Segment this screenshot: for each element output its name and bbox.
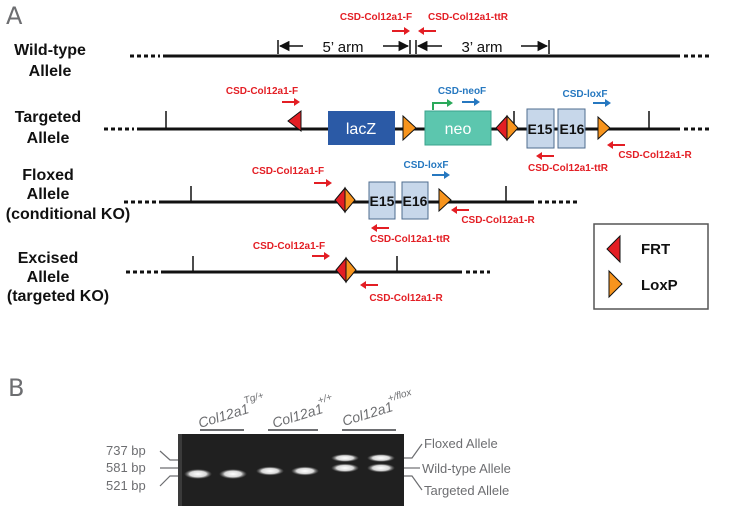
legend-frt-label: FRT (641, 241, 670, 258)
lacz-cassette: lacZ (328, 111, 395, 145)
frt-loxp-pair-icon (335, 256, 357, 284)
row-label-wildtype: Wild-type Allele (14, 42, 86, 80)
primer-f-arrow-ex (312, 252, 330, 260)
primer-r-arrow-flox (451, 206, 469, 214)
size-label-581: 581 bp (106, 460, 146, 475)
svg-text:Allele: Allele (27, 186, 70, 203)
panel-a-label: A (6, 2, 23, 30)
exon-e15: E15 (526, 108, 555, 149)
five-prime-arm-label: 5’ arm (322, 39, 363, 56)
wildtype-allele (130, 40, 712, 58)
primer-ttr-label-wt: CSD-Col12a1-ttR (428, 12, 509, 23)
primer-f-arrow-tg (282, 98, 300, 106)
size-bracket-left (159, 450, 178, 487)
legend-loxp-label: LoxP (641, 277, 678, 294)
frt-site-icon (287, 109, 302, 133)
primer-r-label-ex: CSD-Col12a1-R (369, 293, 443, 304)
primer-loxf-label-tg: CSD-loxF (563, 89, 608, 100)
row-label-excised: Excised Allele (targeted KO) (7, 250, 109, 305)
primer-f-label-ex: CSD-Col12a1-F (253, 241, 325, 252)
lane-label-2: Col12a1 +/+ (270, 392, 334, 431)
svg-text:Col12a1: Col12a1 (340, 398, 395, 429)
loxp-site-icon (438, 187, 452, 213)
primer-f-label-flox: CSD-Col12a1-F (252, 166, 324, 177)
svg-text:Allele: Allele (27, 269, 70, 286)
frt-loxp-pair-icon (334, 186, 356, 214)
band-label-wildtype: Wild-type Allele (422, 461, 511, 476)
excised-allele (126, 256, 490, 274)
svg-text:Col12a1: Col12a1 (196, 400, 251, 431)
primer-ttr-arrow-flox (371, 224, 389, 232)
svg-text:(conditional KO): (conditional KO) (6, 206, 130, 223)
three-prime-arm-label: 3’ arm (461, 39, 502, 56)
primer-loxf-label-flox: CSD-loxF (404, 160, 449, 171)
loxp-site-icon (597, 115, 611, 141)
neo-cassette: neo (424, 110, 492, 146)
svg-text:(targeted KO): (targeted KO) (7, 288, 109, 305)
gel-image (178, 434, 404, 506)
svg-text:Excised: Excised (18, 250, 78, 267)
exon-e16: E16 (557, 108, 586, 149)
svg-text:Floxed: Floxed (22, 167, 74, 184)
primer-ttr-label-flox: CSD-Col12a1-ttR (370, 234, 451, 245)
exon-e15-floxed: E15 (368, 181, 396, 220)
svg-text:lacZ: lacZ (346, 121, 376, 138)
primer-neof-label: CSD-neoF (438, 86, 486, 97)
row-label-floxed: Floxed Allele (conditional KO) (6, 167, 130, 223)
band-label-targeted: Targeted Allele (424, 483, 509, 498)
primer-r-arrow-ex (360, 281, 378, 289)
primer-r-label-flox: CSD-Col12a1-R (461, 215, 535, 226)
legend-box: FRT LoxP (593, 223, 709, 310)
primer-f-label-tg: CSD-Col12a1-F (226, 86, 298, 97)
loxp-site-icon (402, 114, 417, 142)
primer-neof-arrow (432, 98, 480, 110)
svg-text:Targeted: Targeted (15, 109, 81, 126)
band-label-floxed: Floxed Allele (424, 436, 498, 451)
panel-b-label: B (8, 374, 24, 402)
size-label-737: 737 bp (106, 443, 146, 458)
primer-ttr-label-tg: CSD-Col12a1-ttR (528, 163, 609, 174)
primer-f-arrow-flox (314, 179, 332, 187)
svg-text:neo: neo (445, 121, 472, 138)
frt-loxp-pair-icon (495, 114, 519, 142)
svg-text:E15: E15 (370, 193, 395, 209)
svg-text:E15: E15 (528, 121, 553, 137)
primer-loxf-arrow-tg (593, 99, 611, 107)
lane-label-1: Col12a1 Tg/+ (196, 390, 266, 431)
lane-label-3: Col12a1 +/flox (340, 387, 414, 429)
svg-text:E16: E16 (403, 193, 428, 209)
primer-ttr-arrow-tg (536, 152, 554, 160)
svg-text:+/+: +/+ (317, 392, 334, 407)
svg-text:Wild-type: Wild-type (14, 42, 86, 59)
loxp-legend-icon (608, 269, 623, 299)
primer-f-label-wt: CSD-Col12a1-F (340, 12, 412, 23)
frt-legend-icon (606, 234, 621, 264)
svg-text:Allele: Allele (27, 130, 70, 147)
primer-loxf-arrow-flox (432, 171, 450, 179)
band-bracket-right (404, 443, 423, 491)
primer-r-label-tg: CSD-Col12a1-R (618, 150, 692, 161)
exon-e16-floxed: E16 (401, 181, 429, 220)
svg-text:+/flox: +/flox (387, 387, 414, 405)
primer-f-arrow-wt (392, 27, 410, 35)
svg-text:Col12a1: Col12a1 (270, 400, 325, 431)
primer-ttr-arrow-wt (418, 27, 436, 35)
row-label-targeted: Targeted Allele (15, 109, 81, 147)
svg-text:Tg/+: Tg/+ (243, 390, 266, 406)
primer-r-arrow-tg (607, 141, 625, 149)
size-label-521: 521 bp (106, 478, 146, 493)
svg-text:Allele: Allele (29, 63, 72, 80)
svg-text:E16: E16 (560, 121, 585, 137)
